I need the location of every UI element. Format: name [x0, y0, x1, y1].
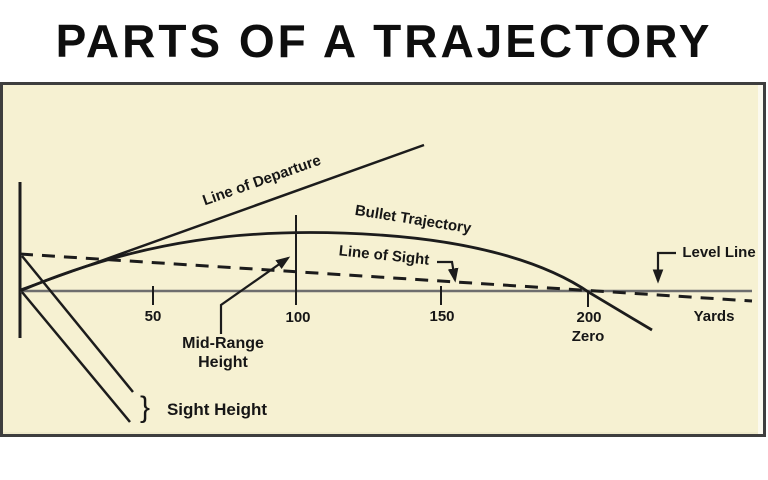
level-line-arrow — [652, 251, 676, 284]
sight-height-brace: } — [139, 391, 151, 424]
mid-range-height-line2: Height — [198, 354, 248, 371]
sight-height-label: Sight Height — [166, 399, 268, 419]
yards-axis-label: Yards — [693, 308, 735, 325]
bullet-trajectory-curve — [19, 231, 653, 332]
sight-height-leader-top — [21, 255, 134, 393]
diagram-panel — [0, 82, 766, 437]
sight-height-leader-bottom — [21, 291, 131, 423]
zero-label: Zero — [571, 328, 605, 345]
diagram-canvas — [18, 143, 753, 423]
level-line-label: Level Line — [682, 244, 756, 261]
range-label-100: 100 — [285, 309, 311, 326]
mid-range-height-label: Mid-Range Height — [182, 334, 264, 372]
mid-range-height-line1: Mid-Range — [182, 334, 264, 352]
range-label-200: 200 — [576, 309, 602, 326]
range-label-50: 50 — [144, 308, 162, 325]
range-label-150: 150 — [429, 308, 455, 325]
page-title: PARTS OF A TRAJECTORY — [55, 15, 713, 67]
line-of-sight-dashed-line — [19, 252, 753, 303]
line-of-sight-arrow — [437, 260, 459, 283]
mid-range-arrow — [219, 256, 291, 334]
